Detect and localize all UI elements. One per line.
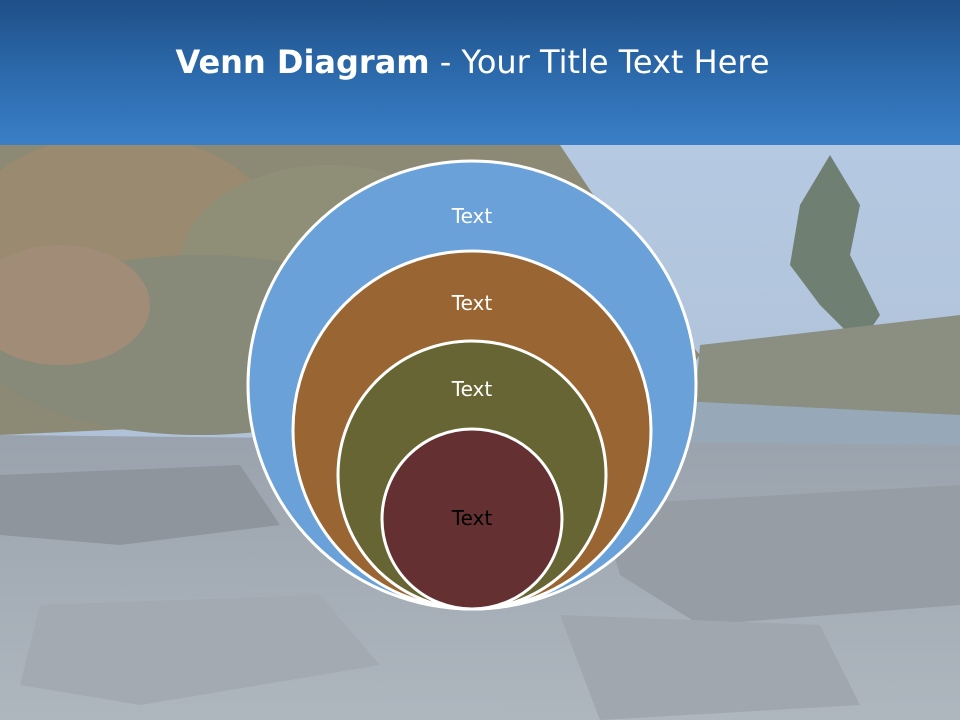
inner-circle-label: Text <box>451 506 493 530</box>
slide-title[interactable]: Venn Diagram - Your Title Text Here <box>0 38 945 86</box>
inner-circle[interactable] <box>380 427 564 611</box>
third-circle-label: Text <box>451 377 493 401</box>
title-bold-part: Venn Diagram <box>175 43 430 81</box>
title-bar: Venn Diagram - Your Title Text Here <box>0 0 960 145</box>
outer-circle-label: Text <box>451 204 493 228</box>
second-circle-label: Text <box>451 291 493 315</box>
title-regular-part: - Your Title Text Here <box>429 43 770 81</box>
